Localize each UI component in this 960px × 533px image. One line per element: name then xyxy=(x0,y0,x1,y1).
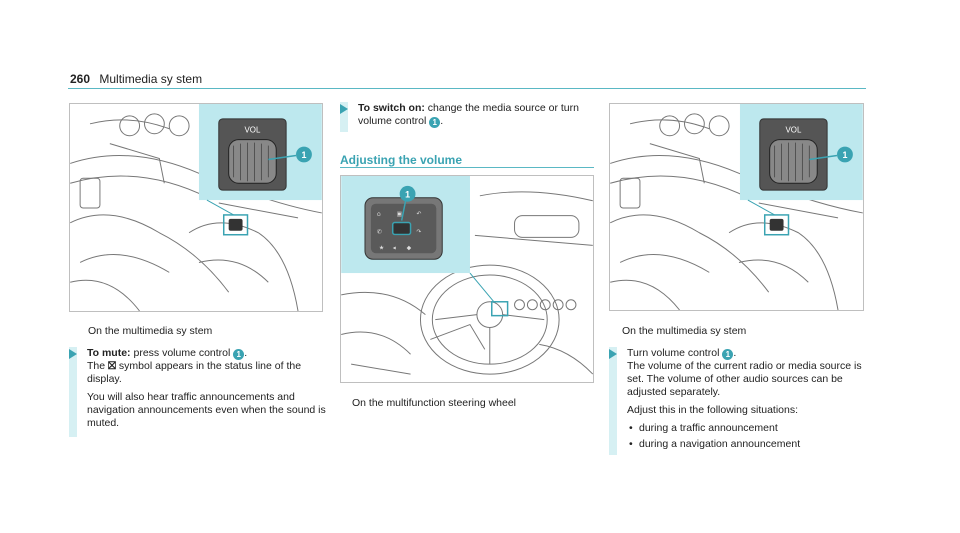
figure-multimedia-volume-control-left: VOL 1 xyxy=(69,103,323,312)
figure-multimedia-volume-control-right: VOL 1 xyxy=(609,103,864,311)
left-step-block: To mute: press volume control 1.The ⛝ sy… xyxy=(69,347,331,437)
step-bar xyxy=(340,102,348,132)
right-step-block: Turn volume control 1.The volume of the … xyxy=(609,347,865,455)
control-highlight-box xyxy=(763,214,790,236)
page-number: 260 xyxy=(70,72,91,86)
control-highlight-box xyxy=(222,214,249,236)
svg-text:⌂: ⌂ xyxy=(377,211,381,218)
right-figure-caption: On the multimedia sy stem xyxy=(622,325,747,337)
page-header: 260 Multimedia sy stem xyxy=(70,72,202,86)
steering-wheel-illustration: ⌂ ▣ ↶ ✆ ↷ ★ ◂ ◆ 1 xyxy=(341,176,593,375)
left-step-line-1: To mute: press volume control 1.The ⛝ sy… xyxy=(87,347,302,385)
step-bar xyxy=(69,347,77,437)
callout-badge-icon xyxy=(399,185,416,202)
triangle-arrow-icon xyxy=(69,349,77,359)
step-bar xyxy=(609,347,617,455)
left-step-line-2: You will also hear traffic announcements… xyxy=(87,391,326,429)
dashboard-illustration: VOL 1 xyxy=(70,104,322,311)
figure-steering-wheel: ⌂ ▣ ↶ ✆ ↷ ★ ◂ ◆ 1 xyxy=(340,175,594,383)
middle-step-line: To switch on: change the media source or… xyxy=(358,102,579,128)
badge-1-icon: 1 xyxy=(722,349,734,360)
list-item: during a navigation announcement xyxy=(627,438,865,451)
situation-list: during a traffic announcement during a n… xyxy=(627,422,865,451)
svg-text:◆: ◆ xyxy=(407,244,412,251)
svg-text:◂: ◂ xyxy=(393,244,396,251)
callout-badge-icon xyxy=(296,146,312,163)
svg-text:↶: ↶ xyxy=(416,211,421,218)
right-step-line-1: Turn volume control 1.The volume of the … xyxy=(627,347,862,398)
middle-step-block: To switch on: change the media source or… xyxy=(340,102,595,132)
svg-text:▣: ▣ xyxy=(397,211,403,218)
dashboard-illustration: VOL 1 xyxy=(610,104,863,310)
mute-icon: ⛝ xyxy=(108,360,117,372)
svg-text:1: 1 xyxy=(842,150,847,160)
middle-figure-caption: On the multifunction steering wheel xyxy=(352,397,517,409)
svg-text:1: 1 xyxy=(405,189,410,199)
right-step-line-2: Adjust this in the following situations: xyxy=(627,404,799,416)
triangle-arrow-icon xyxy=(340,104,348,114)
control-highlight-box xyxy=(491,301,509,317)
vol-label: VOL xyxy=(786,126,802,135)
callout-badge-icon xyxy=(837,146,853,163)
page-header-title: Multimedia sy stem xyxy=(99,72,203,86)
triangle-arrow-icon xyxy=(609,349,617,359)
vol-label: VOL xyxy=(245,126,261,135)
header-divider xyxy=(68,88,866,89)
left-figure-caption: On the multimedia sy stem xyxy=(88,325,213,337)
svg-text:1: 1 xyxy=(301,150,306,160)
svg-text:↷: ↷ xyxy=(416,228,421,235)
section-title: Adjusting the volume xyxy=(340,153,463,167)
svg-text:★: ★ xyxy=(379,244,384,251)
section-divider xyxy=(340,167,594,168)
svg-text:✆: ✆ xyxy=(377,228,382,235)
badge-1-icon: 1 xyxy=(233,349,245,360)
badge-1-icon: 1 xyxy=(429,117,441,128)
volume-rocker-highlight xyxy=(391,221,412,236)
list-item: during a traffic announcement xyxy=(627,422,865,435)
